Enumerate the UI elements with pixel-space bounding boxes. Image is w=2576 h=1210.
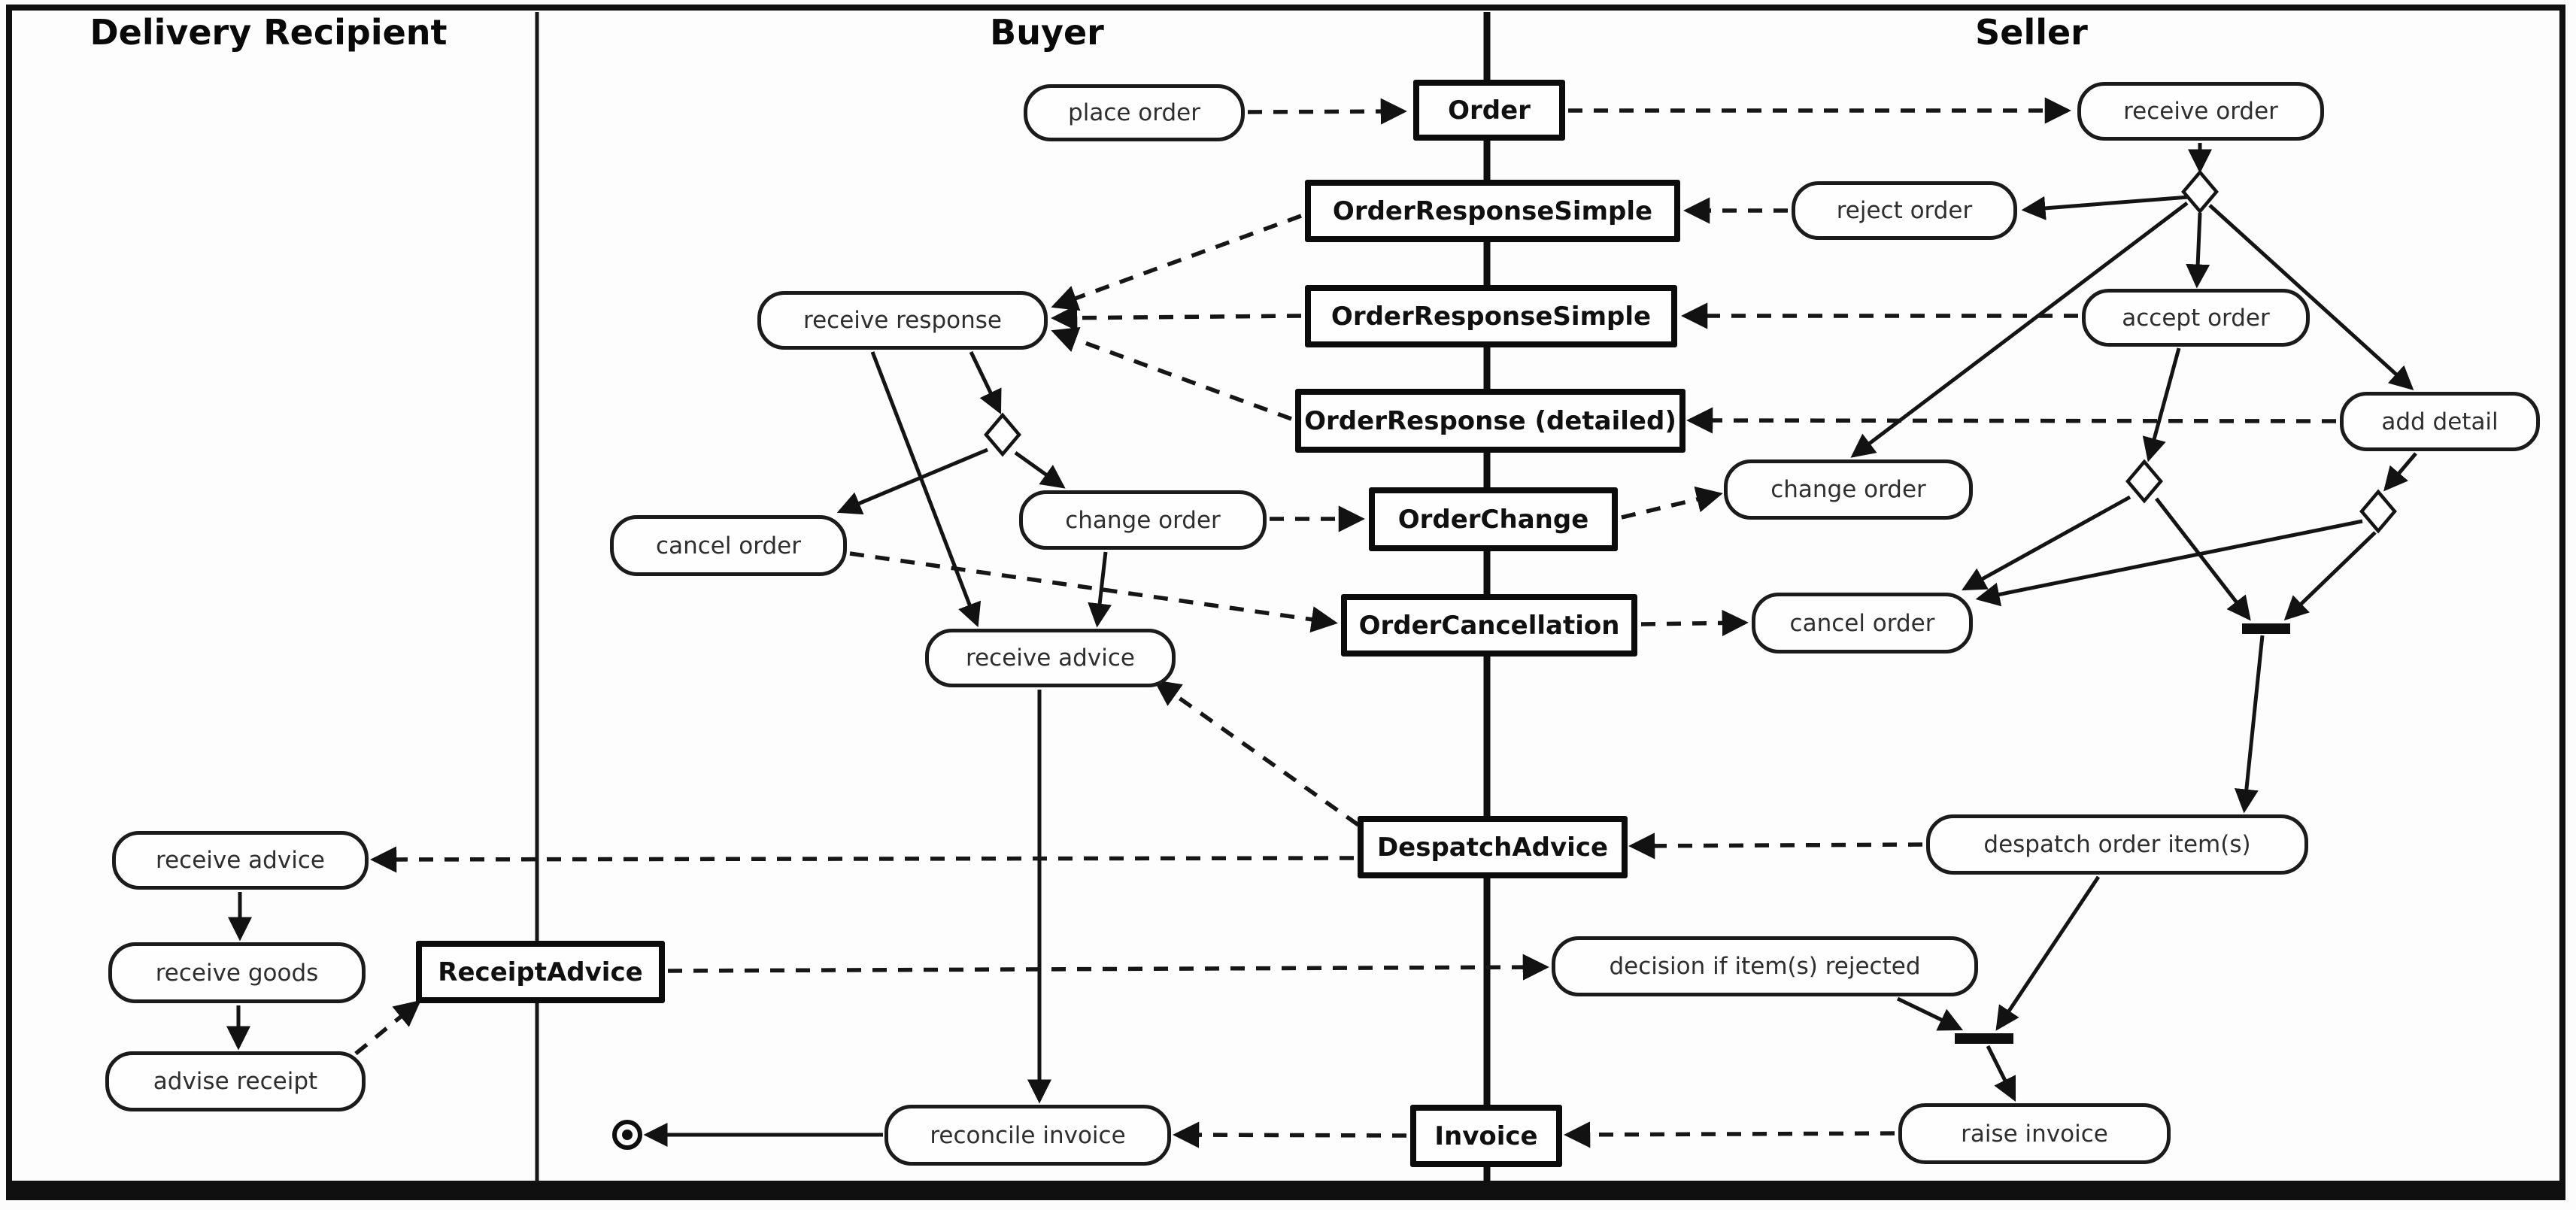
document-receipt-advice: ReceiptAdvice	[416, 941, 665, 1003]
activity-receive-order: receive order	[2077, 82, 2324, 141]
activity-despatch-order-items: despatch order item(s)	[1926, 814, 2308, 875]
activity-receive-response: receive response	[757, 291, 1048, 350]
document-order-change: OrderChange	[1369, 487, 1618, 551]
document-order-response-detailed: OrderResponse (detailed)	[1295, 389, 1685, 453]
document-order: Order	[1413, 80, 1565, 141]
activity-add-detail: add detail	[2340, 392, 2540, 451]
activity-receive-goods: receive goods	[108, 942, 366, 1003]
activity-reconcile-invoice: reconcile invoice	[884, 1105, 1171, 1166]
activity-change-order-seller: change order	[1724, 459, 1973, 520]
activity-cancel-order-seller: cancel order	[1752, 593, 1973, 654]
document-despatch-advice: DespatchAdvice	[1358, 816, 1628, 878]
activity-decision-if-items-rejected: decision if item(s) rejected	[1552, 936, 1978, 996]
document-order-cancellation: OrderCancellation	[1341, 594, 1637, 657]
activity-raise-invoice: raise invoice	[1898, 1103, 2171, 1164]
activity-change-order-buyer: change order	[1019, 490, 1267, 550]
activity-receive-advice-delivery: receive advice	[112, 831, 369, 890]
diagram-frame	[6, 5, 2565, 1200]
activity-receive-advice-buyer: receive advice	[925, 629, 1176, 687]
lane-header-delivery-recipient: Delivery Recipient	[90, 12, 448, 53]
lane-header-buyer: Buyer	[990, 12, 1104, 53]
activity-cancel-order-buyer: cancel order	[610, 515, 847, 576]
activity-accept-order: accept order	[2082, 289, 2310, 347]
activity-reject-order: reject order	[1792, 181, 2017, 240]
lane-header-seller: Seller	[1975, 12, 2088, 53]
document-invoice: Invoice	[1410, 1105, 1562, 1167]
document-order-response-simple-2: OrderResponseSimple	[1305, 285, 1677, 347]
activity-place-order: place order	[1024, 84, 1245, 141]
activity-advise-receipt: advise receipt	[105, 1051, 366, 1111]
document-order-response-simple-1: OrderResponseSimple	[1305, 180, 1680, 242]
